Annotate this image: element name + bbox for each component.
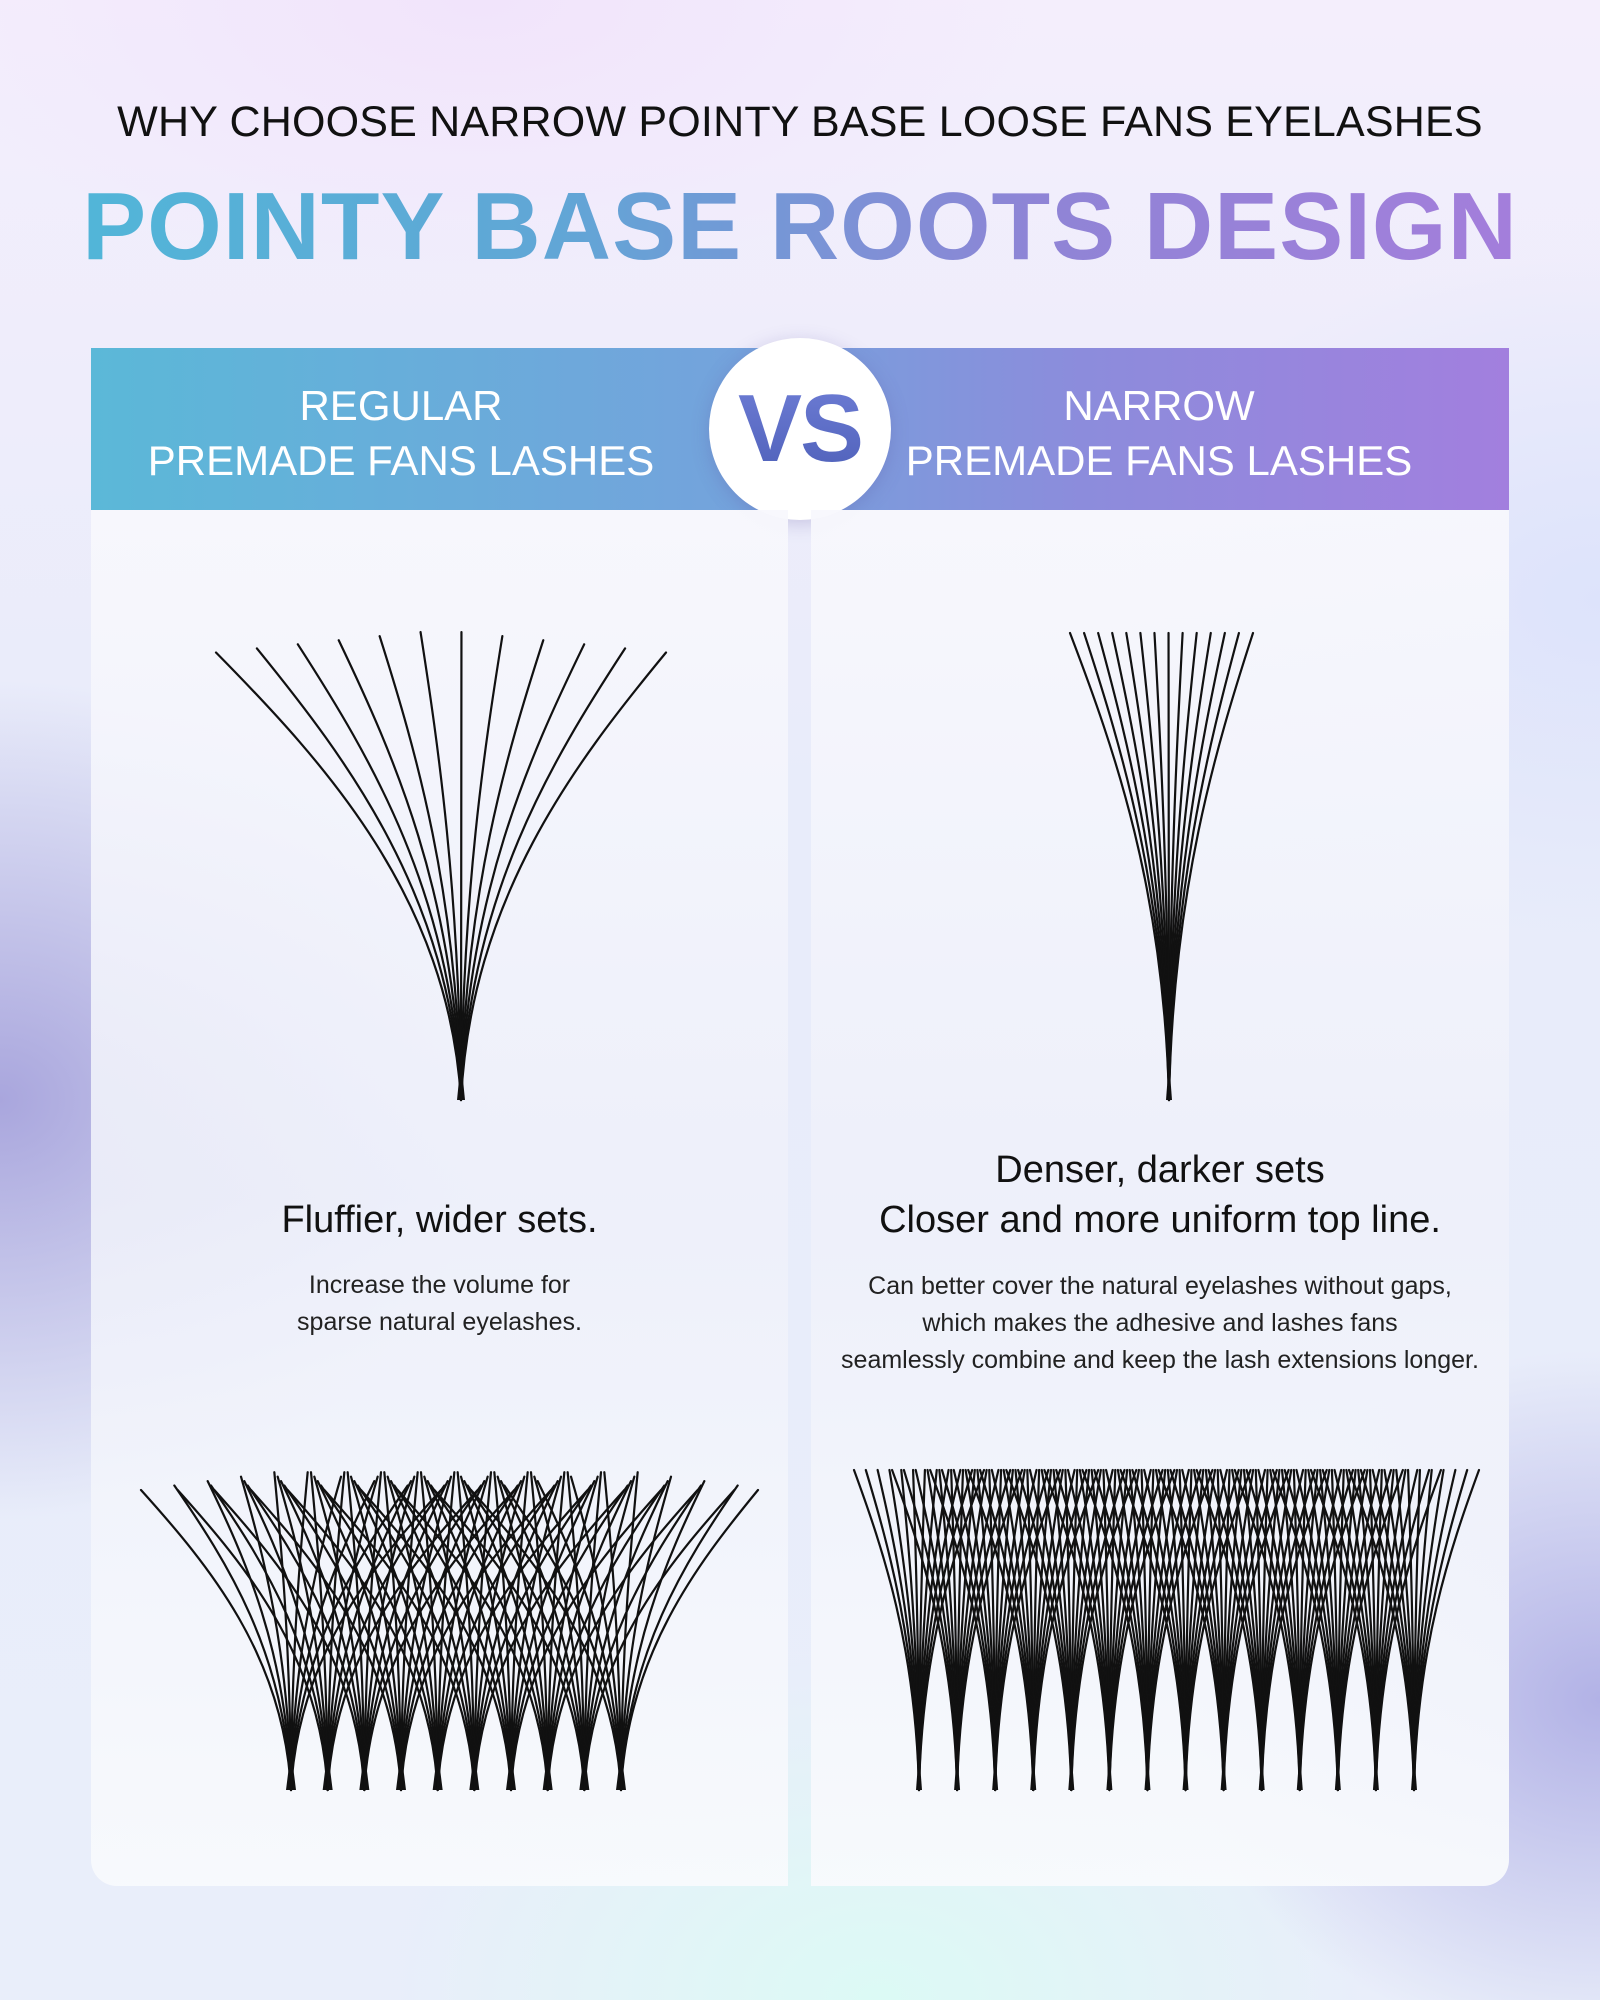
narrow-title-line2: PREMADE FANS LASHES xyxy=(905,437,1413,484)
regular-column-title: REGULAR PREMADE FANS LASHES xyxy=(91,378,711,488)
narrow-description: Can better cover the natural eyelashes w… xyxy=(811,1268,1509,1379)
narrow-row-fan xyxy=(1347,1468,1481,1792)
regular-title-line2: PREMADE FANS LASHES xyxy=(147,437,655,484)
regular-heading: Fluffier, wider sets. xyxy=(91,1195,788,1245)
narrow-desc-line: which makes the adhesive and lashes fans xyxy=(922,1309,1398,1337)
vs-badge: VS xyxy=(709,338,891,520)
narrow-single-fan-illustration xyxy=(1068,631,1255,1102)
regular-row-fan xyxy=(396,1471,699,1792)
narrow-column-title: NARROW PREMADE FANS LASHES xyxy=(849,378,1469,488)
regular-desc-line: sparse natural eyelashes. xyxy=(297,1308,582,1336)
regular-row-fan xyxy=(323,1471,626,1792)
narrow-desc-line: seamlessly combine and keep the lash ext… xyxy=(841,1346,1479,1374)
regular-row-fan xyxy=(469,1471,760,1792)
page-subtitle: WHY CHOOSE NARROW POINTY BASE LOOSE FANS… xyxy=(117,98,1483,146)
narrow-title-line1: NARROW xyxy=(1063,382,1255,429)
regular-lashes-panel: Fluffier, wider sets. Increase the volum… xyxy=(91,510,788,1886)
narrow-lash-fan xyxy=(1068,631,1255,1102)
narrow-fan-row-illustration xyxy=(852,1468,1481,1792)
regular-row-fan xyxy=(286,1471,589,1792)
regular-single-fan-illustration xyxy=(214,630,668,1102)
narrow-heading-line: Denser, darker sets xyxy=(995,1149,1325,1191)
narrow-heading-line: Closer and more uniform top line. xyxy=(879,1199,1441,1241)
regular-fan-row-illustration xyxy=(139,1471,760,1792)
regular-lash-fan xyxy=(214,630,668,1102)
narrow-heading: Denser, darker sets Closer and more unif… xyxy=(811,1145,1509,1245)
vs-label: VS xyxy=(737,375,864,482)
regular-description: Increase the volume for sparse natural e… xyxy=(91,1267,788,1341)
narrow-lashes-panel: Denser, darker sets Closer and more unif… xyxy=(811,510,1509,1886)
page-title: POINTY BASE ROOTS DESIGN xyxy=(0,172,1600,282)
regular-desc-line: Increase the volume for xyxy=(308,1271,571,1299)
narrow-desc-line: Can better cover the natural eyelashes w… xyxy=(868,1272,1452,1300)
regular-title-line1: REGULAR xyxy=(299,382,503,429)
regular-heading-line: Fluffier, wider sets. xyxy=(281,1199,598,1241)
